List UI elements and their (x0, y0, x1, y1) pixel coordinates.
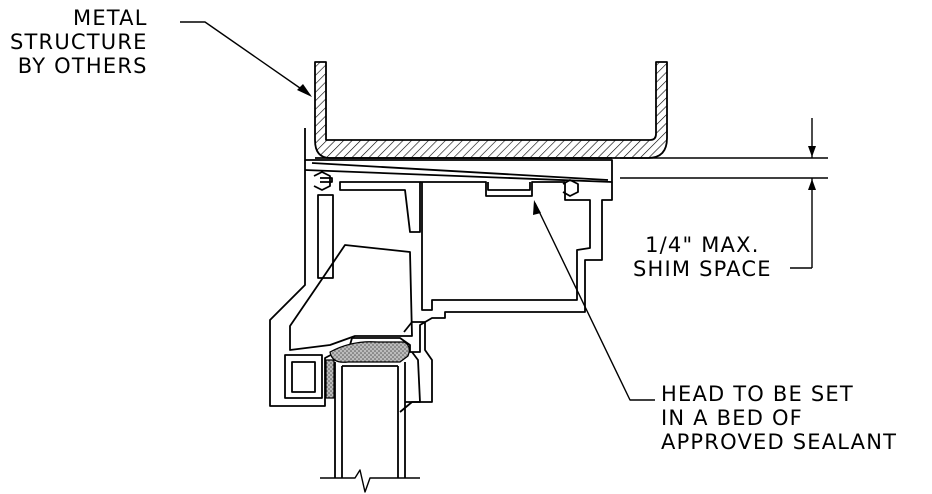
shim-wedge (304, 128, 613, 183)
snap-clip-center (487, 182, 531, 191)
frame-cavity-main (420, 181, 591, 311)
label-line: SHIM SPACE (633, 257, 772, 281)
label-line: STRUCTURE (10, 30, 148, 54)
label-line: HEAD TO BE SET (661, 382, 854, 406)
leader-metal-structure (180, 21, 311, 96)
frame-cavity-bottom-inner (291, 361, 316, 393)
frame-web-left (317, 194, 334, 279)
label-line: BY OTHERS (17, 54, 148, 78)
head-frame-profile (269, 160, 613, 407)
sealant-bed (329, 341, 410, 363)
label-head-sealant: HEAD TO BE SET IN A BED OF APPROVED SEAL… (661, 382, 897, 454)
break-line (320, 469, 420, 493)
arrow-metal-structure (297, 84, 312, 97)
glazing-bead (405, 351, 421, 403)
frame-cavity-bottom (284, 354, 323, 399)
arrow-head-sealant (533, 200, 541, 215)
label-shim-space: 1/4" MAX. SHIM SPACE (633, 233, 772, 281)
label-line: IN A BED OF (661, 406, 803, 430)
label-line: 1/4" MAX. (645, 233, 760, 257)
arrow-dim-top (808, 146, 816, 157)
label-line: APPROVED SEALANT (661, 430, 898, 454)
frame-cavity-left (289, 244, 413, 351)
arrow-dim-bottom (808, 179, 816, 190)
glass-pane (334, 362, 406, 478)
frame-web-mid (339, 181, 421, 233)
label-metal-structure: METAL STRUCTURE BY OTHERS (10, 6, 148, 78)
snap-clip-right (562, 179, 579, 197)
shim-taper-line (311, 162, 609, 181)
label-line: METAL (73, 6, 148, 30)
leader-head-sealant (534, 202, 655, 401)
snap-clip-left (313, 171, 333, 191)
metal-channel (314, 61, 668, 159)
sealant-side (325, 359, 335, 399)
